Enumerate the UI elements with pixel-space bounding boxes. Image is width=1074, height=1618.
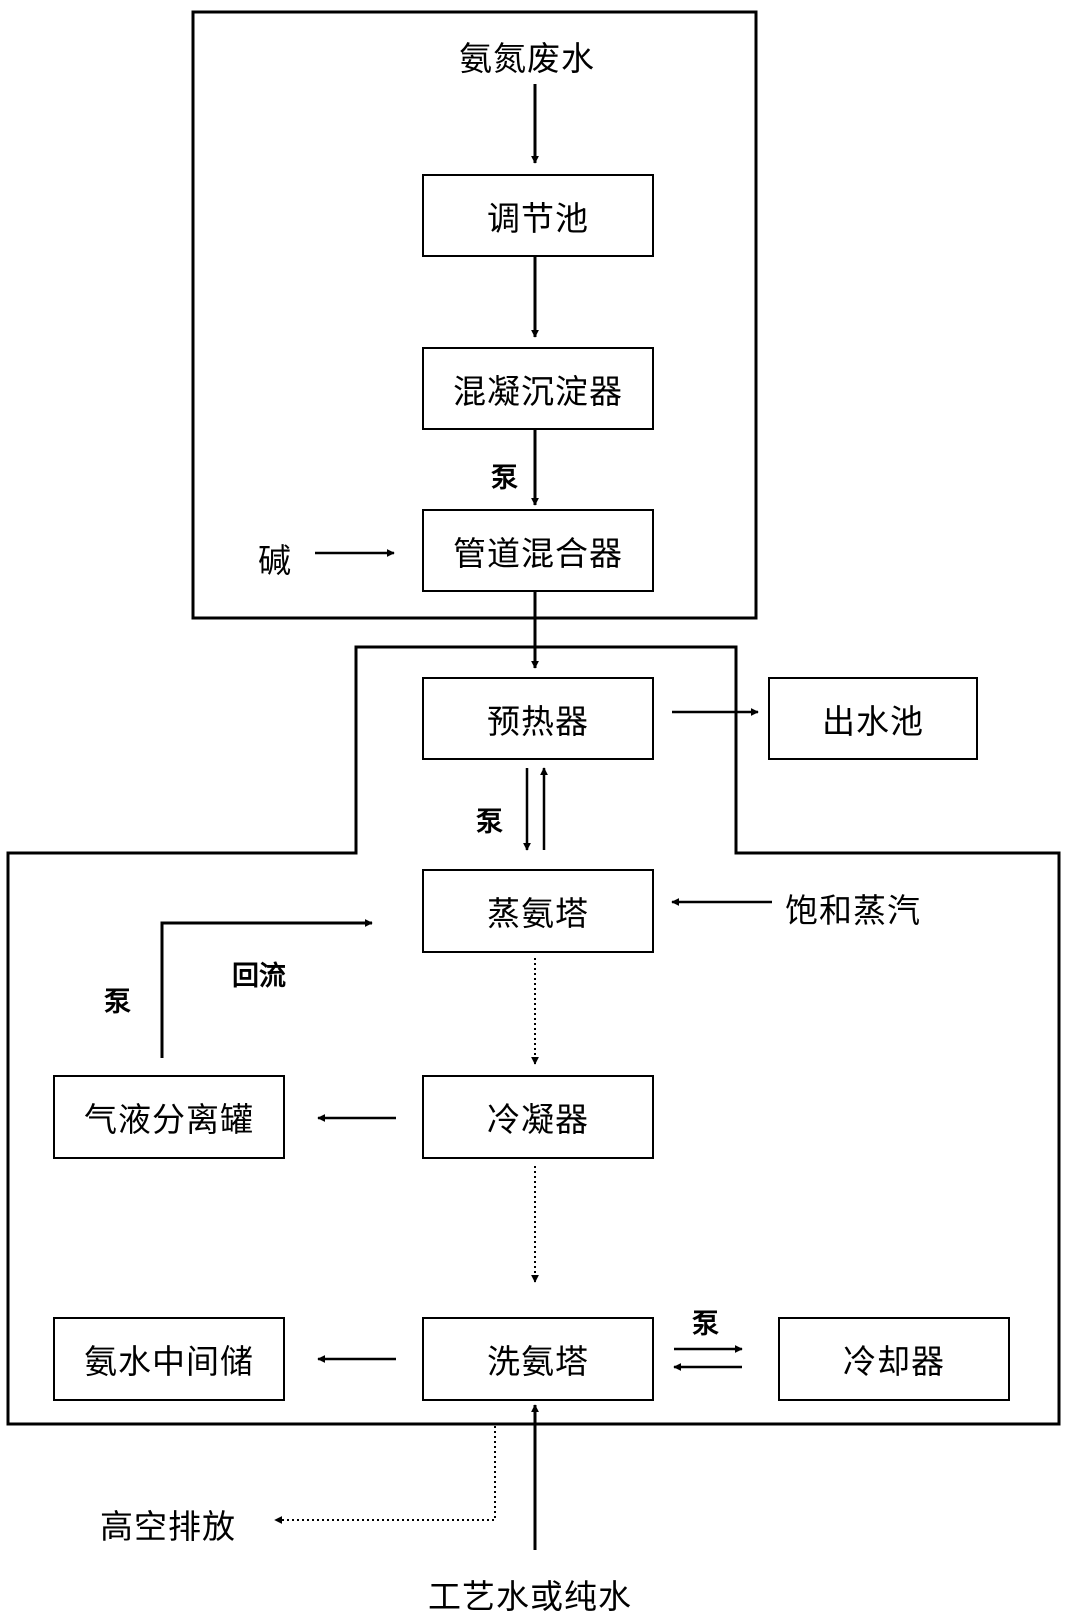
coagulation-settler-box: 混凝沉淀器 [422, 347, 654, 430]
alkali-label: 碱 [258, 541, 292, 580]
treatment-region [6, 645, 1061, 1426]
reflux-label: 回流 [232, 961, 286, 992]
ammonia-washing-tower-box: 洗氨塔 [422, 1317, 654, 1401]
effluent-tank-box: 出水池 [768, 677, 978, 760]
regulating-tank-box: 调节池 [422, 174, 654, 257]
ammonia-water-storage-box: 氨水中间储 [53, 1317, 285, 1401]
ammonia-stripping-tower-box: 蒸氨塔 [422, 869, 654, 953]
pipeline-mixer-box: 管道混合器 [422, 509, 654, 592]
pump-label: 泵 [476, 807, 503, 838]
process-water-label: 工艺水或纯水 [428, 1577, 632, 1616]
dotted-washer-to-discharge [274, 1426, 496, 1524]
saturated-steam-label: 饱和蒸汽 [785, 891, 921, 930]
high-altitude-discharge-label: 高空排放 [100, 1507, 236, 1546]
pump-label: 泵 [692, 1309, 719, 1340]
pretreatment-region [191, 10, 758, 620]
pump-label: 泵 [491, 463, 518, 494]
cooler-box: 冷却器 [778, 1317, 1010, 1401]
condenser-box: 冷凝器 [422, 1075, 654, 1159]
gas-liquid-separator-box: 气液分离罐 [53, 1075, 285, 1159]
wastewater-label: 氨氮废水 [459, 39, 595, 78]
arrow-reflux-to-tower [160, 919, 373, 1058]
pump-label: 泵 [104, 987, 131, 1018]
preheater-box: 预热器 [422, 677, 654, 760]
